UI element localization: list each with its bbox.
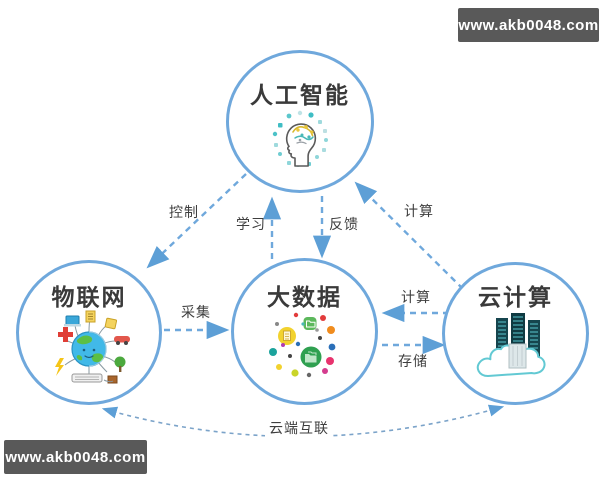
front-server-box — [508, 343, 526, 369]
data-dots-icon — [268, 313, 335, 378]
arrow-compute-ai — [354, 181, 464, 290]
watermark-bottom-left: www.akb0048.com — [4, 440, 147, 474]
folder-glyph — [304, 351, 316, 363]
health-plus-icon — [58, 327, 73, 343]
watermark-top-right: www.akb0048.com — [458, 8, 599, 42]
laptop-icon — [64, 315, 81, 327]
node-title-iot: 物联网 — [51, 284, 127, 310]
file-icon — [104, 318, 118, 330]
node-internet-of-things: 物联网 — [16, 260, 162, 405]
lightning-icon — [55, 358, 64, 377]
edge-label-compute-bigdata: 计算 — [401, 289, 431, 305]
edge-label-learn: 学习 — [236, 216, 266, 232]
cloud-servers-icon — [476, 313, 546, 378]
edge-label-control: 控制 — [169, 204, 199, 220]
connected-globe-icon — [55, 310, 130, 384]
edge-label-compute-ai: 计算 — [404, 203, 434, 219]
edge-label-collect: 采集 — [181, 304, 211, 320]
tree-icon — [114, 356, 126, 373]
node-title-bigdata: 大数据 — [267, 284, 342, 310]
document-glyph — [282, 330, 291, 342]
node-big-data: 大数据 — [231, 258, 378, 405]
node-artificial-intelligence: 人工智能 — [226, 50, 374, 193]
head-brain-icon — [272, 111, 328, 168]
head-profile — [285, 123, 317, 168]
folder-badge — [303, 317, 316, 331]
car-icon — [114, 336, 130, 346]
edge-label-feedback: 反馈 — [329, 216, 359, 232]
node-title-cloud: 云计算 — [478, 284, 553, 310]
package-icon — [107, 375, 118, 384]
edge-label-interconnect: 云端互联 — [265, 418, 333, 438]
keyboard-icon — [71, 373, 114, 383]
node-title-ai: 人工智能 — [250, 82, 350, 108]
node-cloud-computing: 云计算 — [442, 262, 589, 405]
edge-label-store: 存储 — [398, 353, 428, 369]
globe — [71, 331, 107, 367]
document-icon — [85, 310, 96, 323]
arrow-control — [146, 173, 247, 269]
